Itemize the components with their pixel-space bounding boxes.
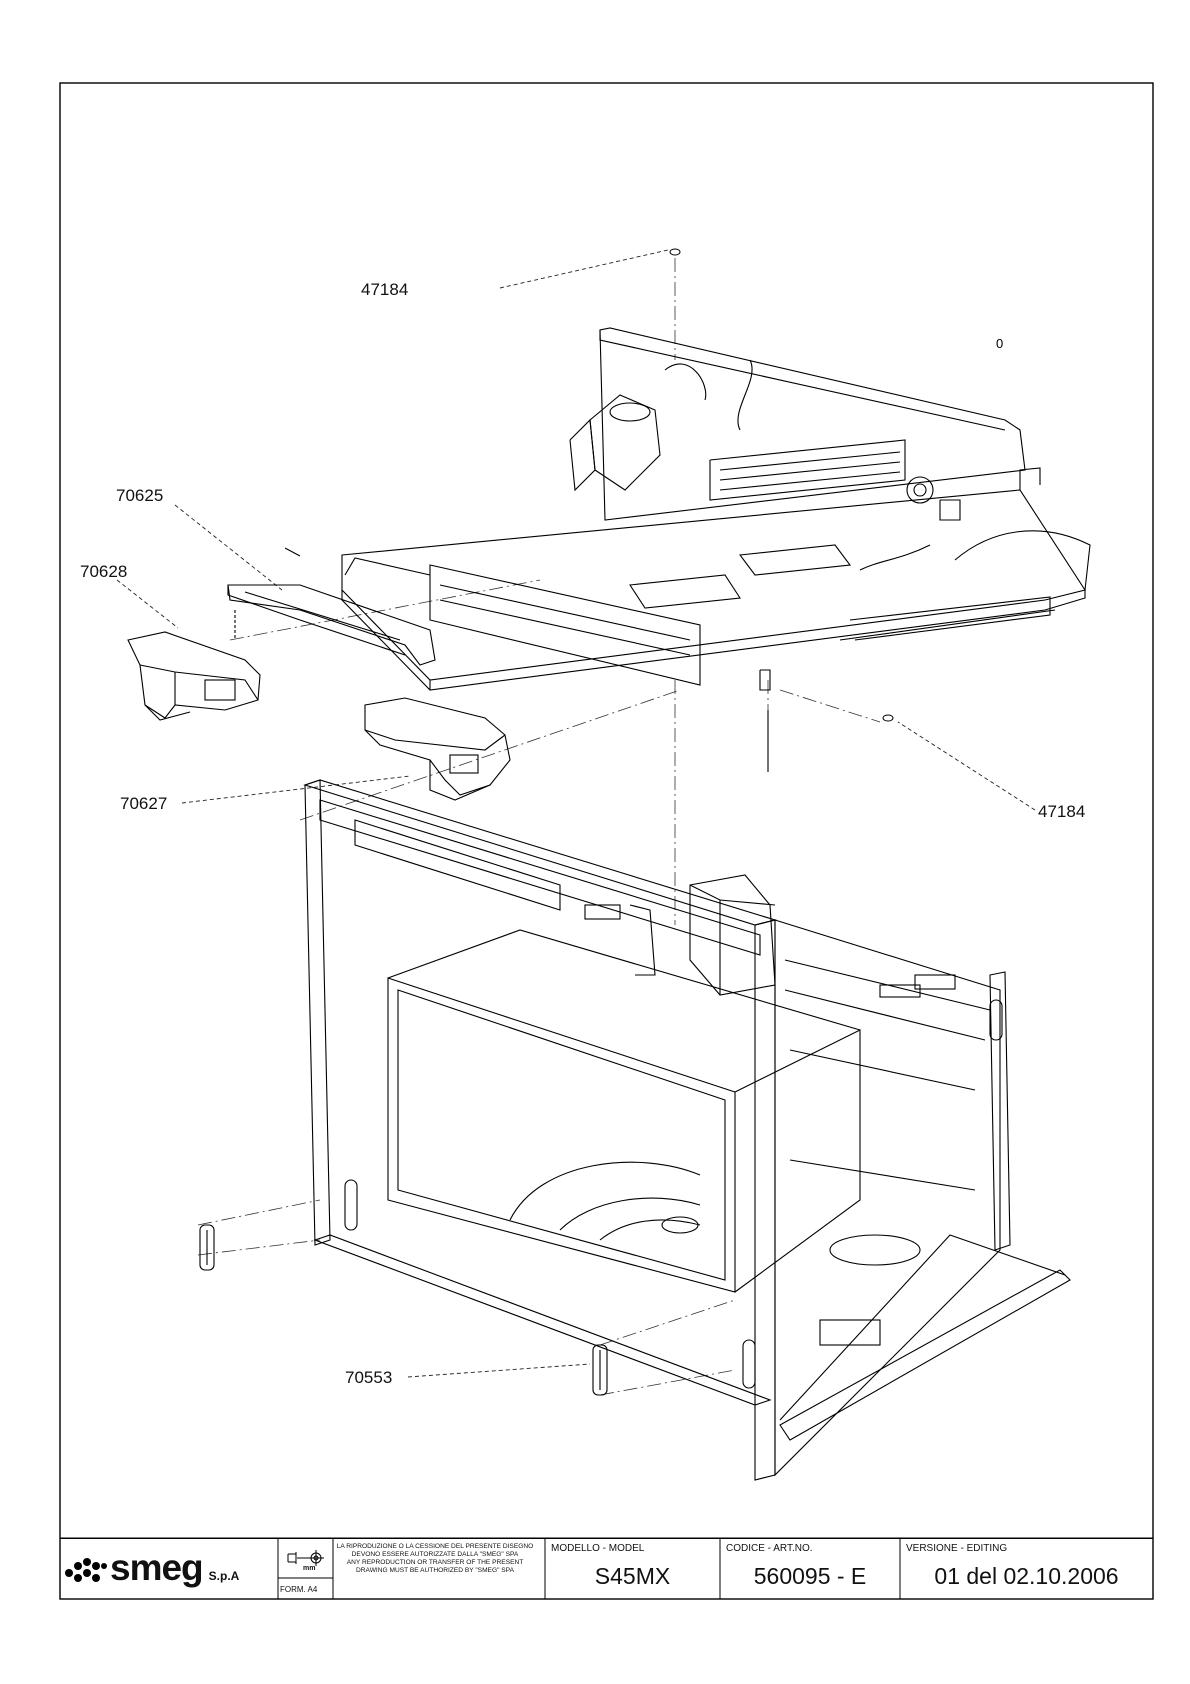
form-size: FORM. A4 xyxy=(280,1585,318,1594)
clip-glyph: 0 xyxy=(996,336,1003,351)
model-value: S45MX xyxy=(594,1563,671,1589)
callout-70628: 70628 xyxy=(80,562,128,581)
code-cell: CODICE - ART.NO. 560095 - E xyxy=(720,1539,900,1600)
leader-70628 xyxy=(116,579,179,629)
model-cell: MODELLO - MODEL S45MX xyxy=(545,1539,720,1600)
callout-70627: 70627 xyxy=(120,794,168,813)
part-70553-clips xyxy=(199,1224,608,1396)
callout-70553: 70553 xyxy=(345,1368,393,1387)
brand-suffix: S.p.A xyxy=(208,1569,240,1583)
screw-right xyxy=(882,714,894,722)
assembly-axes xyxy=(197,258,881,1396)
legal-notice-it: LA RIPRODUZIONE O LA CESSIONE DEL PRESEN… xyxy=(336,1543,534,1558)
projection-unit: mm xyxy=(303,1565,316,1572)
code-label: CODICE - ART.NO. xyxy=(726,1543,813,1554)
oven-cavity xyxy=(303,779,1071,1481)
legal-notice: LA RIPRODUZIONE O LA CESSIONE DEL PRESEN… xyxy=(335,1543,535,1575)
leader-47184-right xyxy=(897,721,1036,811)
leader-70625 xyxy=(174,504,283,591)
leader-70553 xyxy=(407,1363,591,1378)
part-70627-housing xyxy=(364,697,511,801)
model-label: MODELLO - MODEL xyxy=(551,1543,645,1554)
brand-name: smeg xyxy=(110,1547,204,1588)
callout-47184-right: 47184 xyxy=(1038,802,1086,821)
smeg-logo-mark xyxy=(65,1558,107,1582)
callout-70625: 70625 xyxy=(116,486,164,505)
upper-plate xyxy=(284,327,1091,772)
callout-47184-top: 47184 xyxy=(361,280,409,299)
drawing-frame xyxy=(59,82,1154,1600)
version-cell: VERSIONE - EDITING 01 del 02.10.2006 xyxy=(900,1539,1153,1600)
screw-top xyxy=(669,248,681,256)
leader-47184-top xyxy=(499,249,669,289)
code-value: 560095 - E xyxy=(753,1563,867,1589)
part-70628-housing xyxy=(127,631,261,721)
part-70625-bracket xyxy=(227,584,436,666)
leader-lines xyxy=(116,249,1036,1378)
version-label: VERSIONE - EDITING xyxy=(906,1543,1008,1554)
leader-70627 xyxy=(181,775,411,804)
legal-notice-en: ANY REPRODUCTION OR TRANSFER OF THE PRES… xyxy=(346,1559,524,1574)
version-value: 01 del 02.10.2006 xyxy=(934,1563,1119,1589)
